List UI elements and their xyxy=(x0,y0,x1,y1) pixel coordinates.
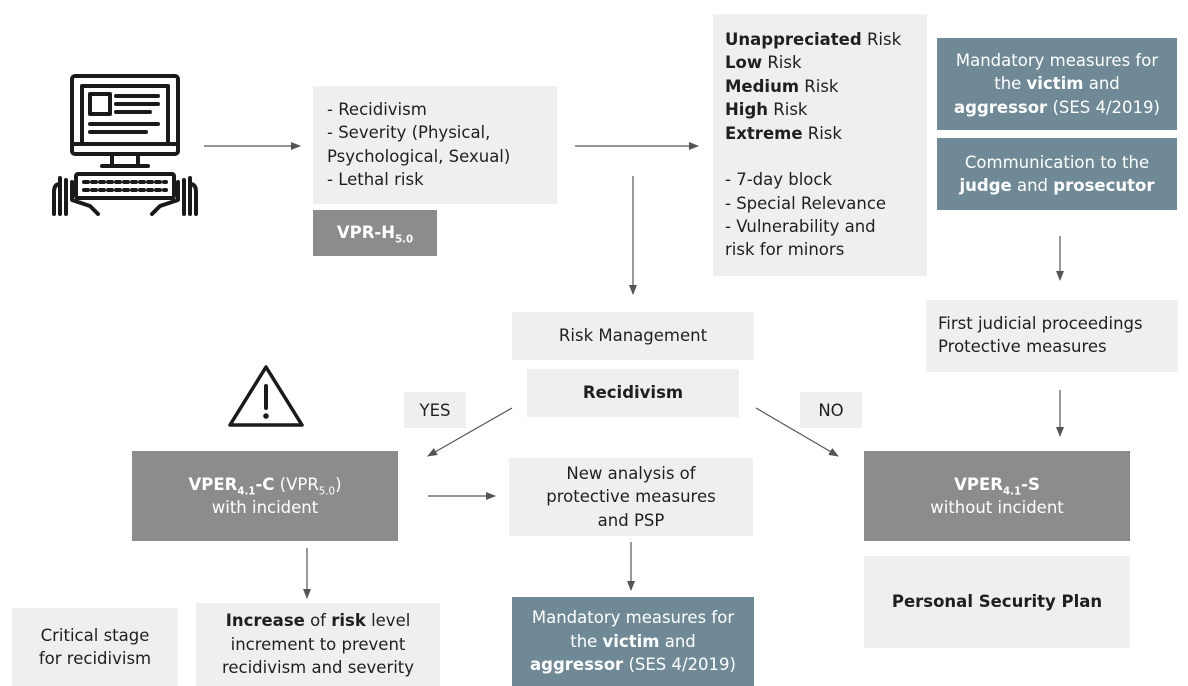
arrow-yes xyxy=(427,407,513,457)
vper-s-box: VPER4.1-S without incident xyxy=(864,451,1130,541)
risk-level-low: Low Risk xyxy=(725,53,802,73)
risk-level-unappreciated: Unappreciated Risk xyxy=(725,30,902,49)
risk-extra: - Vulnerability and xyxy=(725,216,876,236)
personal-security-plan-box: Personal Security Plan xyxy=(864,556,1130,648)
risk-level-high: High Risk xyxy=(725,100,808,120)
risk-extra: risk for minors xyxy=(725,240,845,260)
communication-box: Communication to the judge and prosecuto… xyxy=(937,138,1177,210)
critical-stage-box: Critical stage for recidivism xyxy=(12,608,178,686)
warning-icon xyxy=(228,365,304,427)
mandatory-measures-top-box: Mandatory measures for the victim and ag… xyxy=(937,38,1177,130)
recidivism-box: Recidivism xyxy=(527,369,739,417)
risk-extra: - 7-day block xyxy=(725,170,833,190)
risk-level-medium: Medium Risk xyxy=(725,76,839,96)
vpr-h-version: 5.0 xyxy=(395,234,414,246)
arrow-no xyxy=(755,407,839,457)
input-line: - Lethal risk xyxy=(327,170,424,190)
judicial-proceedings-box: First judicial proceedings Protective me… xyxy=(926,300,1178,372)
risk-management-box: Risk Management xyxy=(512,312,754,360)
computer-user-icon xyxy=(52,74,198,216)
risk-extra: - Special Relevance xyxy=(725,193,887,213)
increase-risk-box: Increase of risk level increment to prev… xyxy=(196,603,440,686)
vpr-h-box: VPR-H5.0 xyxy=(313,210,437,256)
input-line: Psychological, Sexual) xyxy=(327,146,511,166)
vper-c-box: VPER4.1-C (VPR5.0) with incident xyxy=(132,451,398,541)
risk-levels-box: Unappreciated Risk Low Risk Medium Risk … xyxy=(713,14,927,276)
new-analysis-box: New analysis of protective measures and … xyxy=(509,458,753,536)
input-line: - Recidivism xyxy=(327,100,427,119)
yes-label: YES xyxy=(404,392,466,428)
no-label: NO xyxy=(800,392,862,428)
mandatory-measures-bottom-box: Mandatory measures for the victim and ag… xyxy=(512,597,754,686)
risk-level-extreme: Extreme Risk xyxy=(725,123,842,143)
vpr-h-label: VPR-H xyxy=(336,223,396,243)
input-line: - Severity (Physical, xyxy=(327,123,491,143)
input-variables-box: - Recidivism - Severity (Physical, Psych… xyxy=(313,86,557,204)
